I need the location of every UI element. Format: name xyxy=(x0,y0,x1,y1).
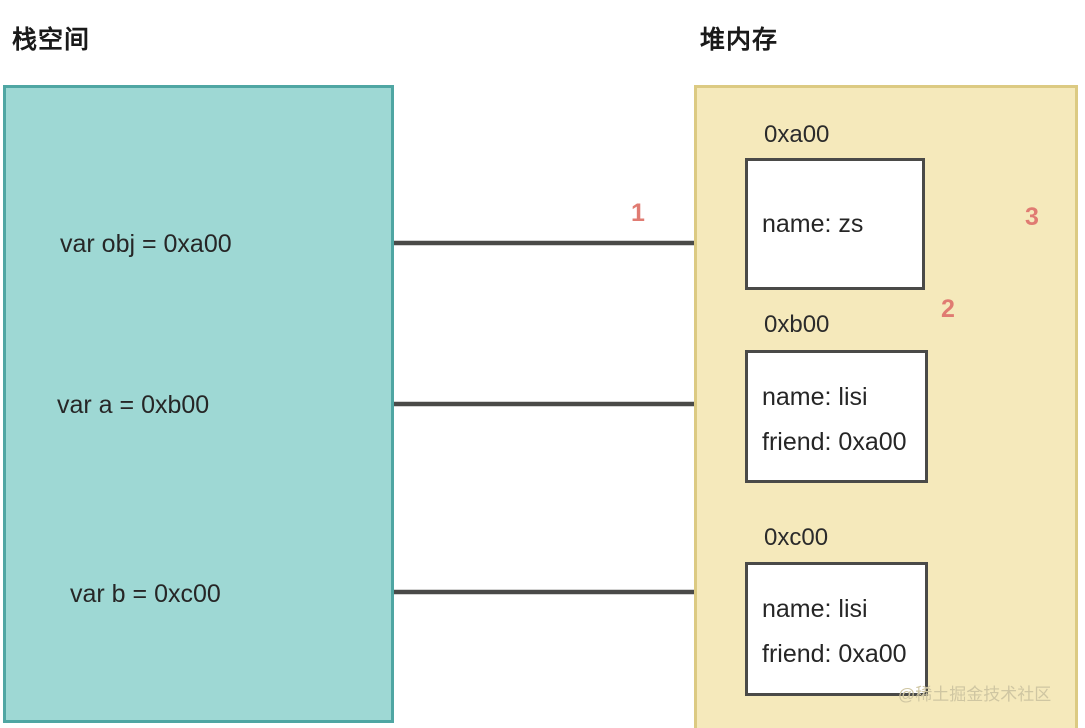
watermark: @稀土掘金技术社区 xyxy=(898,685,1052,704)
heap-address-label-0xb00: 0xb00 xyxy=(764,311,830,338)
heap-object-field: friend: 0xa00 xyxy=(762,640,907,668)
heap-object-field: friend: 0xa00 xyxy=(762,428,907,456)
heap-object-box-0xa00: name: zs xyxy=(745,158,925,290)
arrow-step-number-1: 1 xyxy=(631,199,645,227)
stack-variable-obj: var obj = 0xa00 xyxy=(60,230,232,258)
stack-section-title: 栈空间 xyxy=(12,26,91,54)
arrow-step-number-3: 3 xyxy=(1025,203,1039,231)
heap-object-box-0xb00: name: lisi friend: 0xa00 xyxy=(745,350,928,483)
stack-region xyxy=(3,85,394,723)
heap-object-box-0xc00: name: lisi friend: 0xa00 xyxy=(745,562,928,696)
heap-address-label-0xc00: 0xc00 xyxy=(764,524,829,551)
heap-object-field: name: zs xyxy=(762,210,864,238)
heap-object-field: name: lisi xyxy=(762,383,868,411)
heap-object-field: name: lisi xyxy=(762,595,868,623)
heap-section-title: 堆内存 xyxy=(700,26,779,54)
arrow-step-number-2: 2 xyxy=(941,295,955,323)
stack-variable-b: var b = 0xc00 xyxy=(70,580,221,608)
stack-variable-a: var a = 0xb00 xyxy=(57,391,210,419)
heap-address-label-0xa00: 0xa00 xyxy=(764,121,830,148)
